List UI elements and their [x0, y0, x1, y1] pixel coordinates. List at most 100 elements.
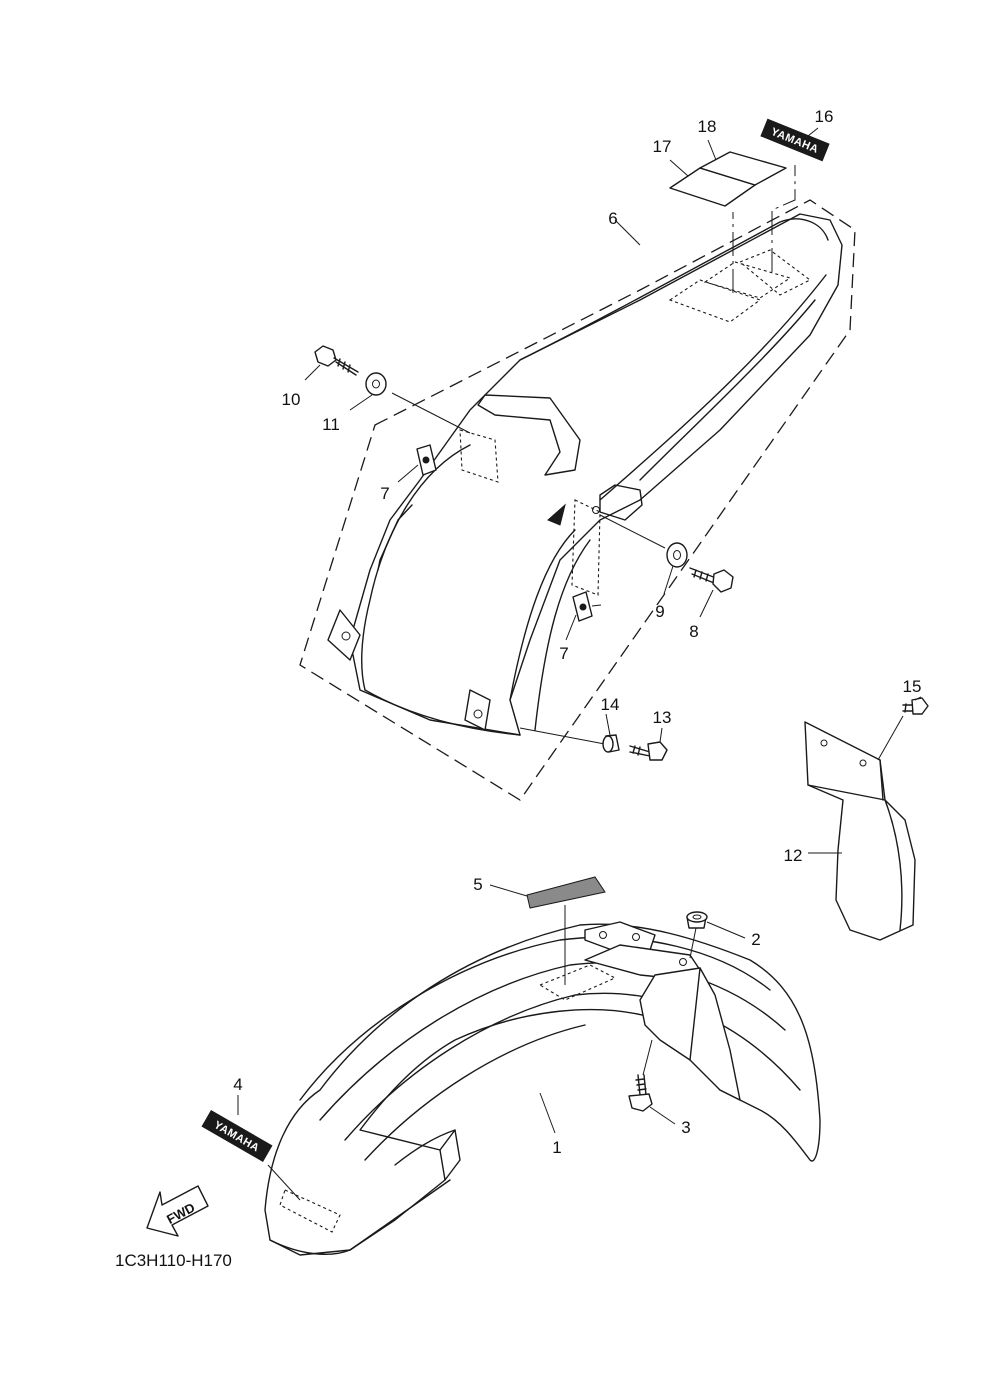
leader-9-tail — [663, 565, 674, 595]
leader-3 — [649, 1106, 676, 1125]
front-fender-mount-hole-2 — [632, 933, 640, 941]
decal-leader-16 — [771, 165, 796, 272]
callout-7-lower: 7 — [559, 644, 568, 663]
front-fender-inner-lip — [394, 1129, 456, 1166]
callout-14: 14 — [601, 695, 620, 714]
nut-placement-upper — [459, 429, 499, 483]
callout-10: 10 — [282, 390, 301, 409]
rear-fender-inner-ridge — [639, 299, 816, 481]
callout-8: 8 — [689, 622, 698, 641]
callout-18: 18 — [698, 117, 717, 136]
front-fender-ridge-2 — [319, 962, 786, 1121]
screw-13 — [629, 741, 668, 761]
leader-15-screw — [877, 715, 904, 761]
leader-13 — [659, 727, 663, 743]
rear-fender — [349, 213, 843, 736]
callout-labels: 1 2 3 4 5 6 7 7 8 9 10 11 12 13 14 15 16… — [233, 107, 921, 1157]
mud-flap-group — [804, 696, 929, 941]
rear-fender-lower-edge — [364, 689, 521, 736]
decal-4: YAMAHA — [201, 1110, 273, 1162]
fwd-arrow: FWD — [146, 1185, 209, 1237]
clip-nut-7-lower-hole — [579, 603, 587, 611]
mud-flap-bend — [807, 784, 886, 801]
rear-fender-group — [299, 165, 856, 801]
callout-4: 4 — [233, 1075, 242, 1094]
decal-17-18-seam — [699, 167, 756, 186]
callout-1: 1 — [552, 1138, 561, 1157]
front-fender-lower-lip — [269, 1179, 451, 1255]
decal-4-plate — [201, 1110, 273, 1162]
decal-5 — [526, 876, 606, 909]
front-fender-ridge-3 — [344, 992, 801, 1141]
leader-3-axis — [642, 1039, 653, 1076]
front-decal-placement-4 — [279, 1189, 341, 1233]
rear-decal-placement-17 — [668, 279, 762, 323]
rear-fender-slot-left — [377, 504, 413, 571]
leader-14 — [605, 713, 611, 736]
leader-17 — [669, 159, 689, 177]
clip-nut-7-lower — [572, 591, 602, 622]
leader-1 — [539, 1092, 556, 1134]
clip-nut-7-upper — [416, 444, 437, 476]
mud-flap-hole-2 — [859, 759, 867, 767]
callout-2: 2 — [751, 930, 760, 949]
leader-5 — [489, 884, 528, 897]
nut-placement-lower — [571, 499, 601, 596]
washer-11-hole — [372, 379, 380, 389]
leader-4-drop — [267, 1164, 301, 1201]
decal-16-plate — [760, 118, 830, 162]
leader-11-tail — [349, 394, 373, 411]
leader-10 — [304, 364, 321, 381]
mud-flap-fold — [884, 799, 903, 931]
rear-fender-rear-block — [599, 484, 643, 521]
callout-15: 15 — [903, 677, 922, 696]
screw-15 — [902, 697, 929, 715]
leader-16 — [807, 127, 819, 137]
front-fender-ridge-1 — [299, 936, 771, 1101]
rear-decals: YAMAHA — [669, 118, 830, 207]
callout-3: 3 — [681, 1118, 690, 1137]
rear-fender-side-ridge — [599, 274, 827, 501]
callout-12: 12 — [784, 846, 803, 865]
mud-flap — [804, 721, 916, 941]
leader-9 — [599, 514, 666, 549]
leader-7-upper — [397, 464, 419, 483]
front-fender-guard-edge — [689, 967, 701, 1061]
leader-2-axis — [689, 927, 697, 959]
bolt-8 — [689, 567, 734, 593]
callout-11: 11 — [322, 415, 340, 434]
washer-9-hole — [673, 550, 681, 560]
front-fender-ridge-4 — [364, 1024, 586, 1161]
rear-fender-top-ridge — [519, 218, 829, 361]
mud-flap-edge — [879, 759, 884, 801]
rear-decal-placement-18 — [703, 261, 792, 299]
rear-fender-tab-left-hole — [341, 631, 351, 641]
callout-7-upper: 7 — [380, 484, 389, 503]
bolt-3 — [628, 1074, 653, 1112]
rear-fender-bolt-hole — [592, 506, 600, 514]
leader-15 — [914, 696, 922, 701]
rear-fender-inner-wall — [534, 539, 591, 731]
collar-2 — [686, 911, 708, 929]
rear-decal-placement-16 — [738, 249, 812, 296]
leader-18 — [707, 139, 717, 161]
rear-fender-assembly-outline — [299, 199, 856, 801]
front-fender-group — [264, 905, 821, 1256]
rear-fender-arch-inner — [509, 529, 576, 701]
collar-14 — [602, 734, 620, 753]
callout-16: 16 — [815, 107, 834, 126]
washer-9 — [666, 542, 688, 568]
leader-14-line — [519, 727, 611, 746]
leader-2 — [706, 921, 746, 939]
front-decal-placement-5 — [538, 964, 617, 1001]
callout-13: 13 — [653, 708, 672, 727]
front-fender-mount-hole-1 — [599, 931, 607, 939]
mud-flap-hole-1 — [820, 739, 828, 747]
fwd-arrow-shape — [146, 1185, 209, 1237]
diagram-code: 1C3H110-H170 — [115, 1251, 232, 1270]
leader-11 — [391, 392, 471, 434]
washer-11 — [365, 372, 387, 396]
callout-17: 17 — [653, 137, 672, 156]
front-hardware — [539, 911, 746, 1134]
